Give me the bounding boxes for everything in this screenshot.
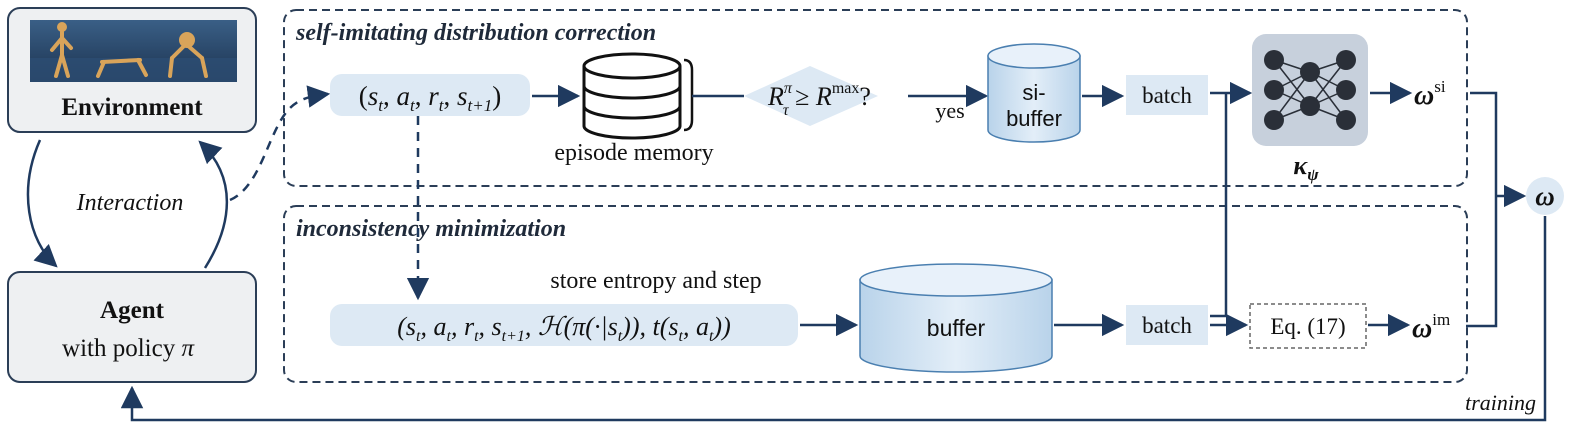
bottom-batch-box <box>1126 305 1208 345</box>
network-icon <box>1252 34 1368 146</box>
extended-transition-pill <box>330 304 798 346</box>
training-feedback-arrow <box>120 216 1547 422</box>
si-buffer-label-line1: si- <box>1022 80 1045 105</box>
omega-node <box>1526 177 1564 215</box>
inconsistency-title: inconsistency minimization <box>296 216 566 242</box>
buffer-cylinder <box>859 263 1053 373</box>
extended-transition-tuple: (st, at, rt, st+1, ℋ(π(·|st)), t(st, at)… <box>397 312 730 345</box>
agent-label: Agent <box>100 297 165 324</box>
top-batch-box <box>1126 75 1208 115</box>
store-entropy-label: store entropy and step <box>550 268 761 294</box>
buffer-label: buffer <box>927 315 986 341</box>
episode-memory-label: episode memory <box>554 140 713 166</box>
environment-box: Environment <box>7 7 257 133</box>
condition-diamond <box>744 66 878 126</box>
yes-label: yes <box>935 98 964 123</box>
interaction-to-transition-arrow <box>229 85 331 202</box>
inconsistency-section: inconsistency minimization store entropy… <box>283 205 1468 383</box>
omega-label: ω <box>1535 181 1555 211</box>
episode-memory-icon <box>582 52 682 140</box>
top-batch-label: batch <box>1142 83 1192 108</box>
transition-tuple: (st, at, rt, st+1) <box>359 81 501 115</box>
bottom-batch-label: batch <box>1142 313 1192 338</box>
agent-box: Agent with policy π <box>7 271 257 383</box>
equation-label: Eq. (17) <box>1270 314 1345 339</box>
agent-to-env-arrow <box>198 140 229 269</box>
mujoco-environment-images <box>30 20 237 82</box>
self-imitating-section: self-imitating distribution correction (… <box>283 9 1468 187</box>
bottom-batch-to-network-line <box>1210 93 1228 318</box>
interaction-label: Interaction <box>76 190 184 216</box>
si-buffer-cylinder <box>987 43 1081 143</box>
transition-pill <box>330 74 530 116</box>
omega-combine-bracket <box>1466 91 1498 328</box>
training-label: training <box>1465 390 1536 415</box>
omega-im-label: ωim <box>1412 310 1450 344</box>
self-imitating-title: self-imitating distribution correction <box>295 20 656 46</box>
environment-label: Environment <box>61 94 203 121</box>
env-to-agent-arrow <box>26 139 58 268</box>
agent-policy-label: with policy π <box>62 335 195 362</box>
network-label: κψ <box>1293 151 1319 184</box>
equation-box <box>1249 303 1367 349</box>
si-buffer-label-line2: buffer <box>1006 106 1062 131</box>
omega-si-label: ωsi <box>1414 77 1446 111</box>
memory-bracket <box>683 58 694 132</box>
